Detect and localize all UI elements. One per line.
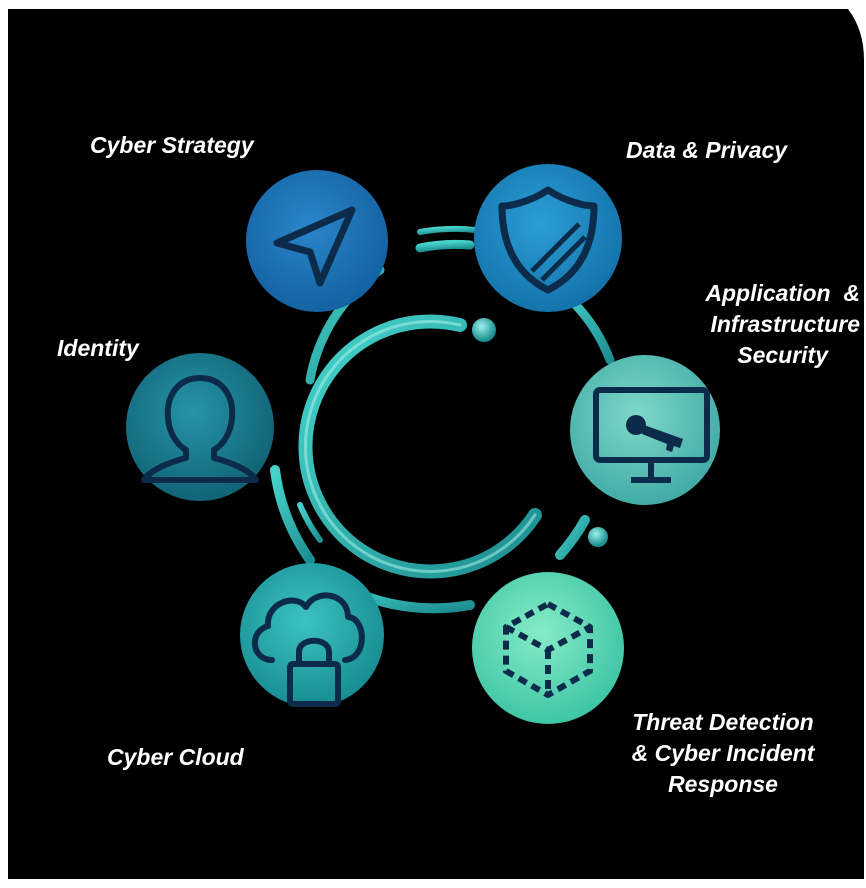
label-cyber-strategy: Cyber Strategy (90, 130, 254, 161)
cube-icon (503, 601, 593, 698)
node-cyber-strategy[interactable] (246, 170, 388, 312)
user-icon (141, 375, 259, 483)
ring-segment (270, 465, 315, 565)
label-line: Identity (57, 335, 139, 361)
ring-segment (555, 515, 590, 560)
label-line: Data & Privacy (626, 137, 788, 163)
node-data-privacy[interactable] (474, 164, 622, 312)
monitor-key-icon (593, 387, 710, 483)
node-circle (240, 563, 384, 707)
node-identity[interactable] (126, 353, 274, 501)
ring-segment (417, 225, 478, 235)
label-line: & Cyber Incident (631, 740, 815, 766)
node-application-infrastructure-security[interactable] (570, 355, 720, 505)
paper-plane-icon (273, 206, 356, 287)
label-line: Cyber Cloud (107, 744, 244, 770)
label-line: Infrastructure (710, 311, 860, 337)
node-circle (246, 170, 388, 312)
label-data-privacy: Data & Privacy (626, 135, 787, 166)
label-identity: Identity (57, 333, 139, 364)
label-line: Cyber Strategy (90, 132, 254, 158)
label-line: Application & (705, 280, 860, 306)
ring-segment (415, 239, 475, 253)
shield-icon (498, 186, 598, 294)
label-line: Threat Detection (632, 709, 814, 735)
diagram-background (8, 9, 864, 879)
node-threat-detection[interactable] (472, 572, 624, 724)
label-line: Response (668, 771, 778, 797)
cloud-lock-icon (251, 592, 365, 707)
label-line: Security (737, 342, 828, 368)
node-cyber-cloud[interactable] (240, 563, 384, 707)
inner-c-highlight (304, 319, 537, 573)
orbit-ball (472, 318, 496, 342)
orbit-ball (588, 527, 608, 547)
label-cyber-cloud: Cyber Cloud (107, 742, 244, 773)
label-application-infrastructure-security: Application & Infrastructure Security (680, 278, 860, 371)
ring-segment (297, 502, 323, 543)
label-threat-detection: Threat Detection & Cyber Incident Respon… (612, 707, 834, 800)
node-circle (474, 164, 622, 312)
